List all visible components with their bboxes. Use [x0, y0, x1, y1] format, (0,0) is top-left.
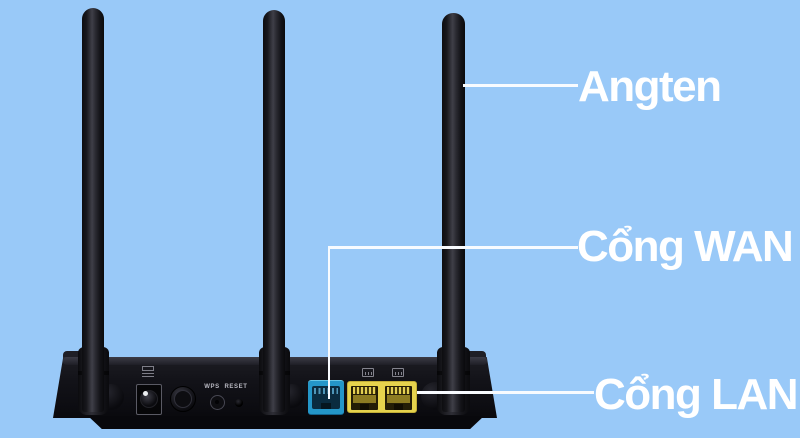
- lan-icon-pins: [364, 372, 372, 375]
- dc-marking-lines: [142, 373, 154, 374]
- label-wan-port: Cổng WAN: [577, 222, 794, 271]
- lan-port-pins: [387, 387, 410, 394]
- dc-power-marking-icon: [142, 366, 154, 377]
- antenna-middle: [263, 10, 285, 412]
- wan-port-pins: [314, 388, 338, 394]
- power-button: [170, 386, 196, 412]
- lan-port-icon: [392, 368, 404, 377]
- wan-port-socket: [312, 386, 340, 409]
- wps-button: [210, 395, 225, 410]
- antenna-left: [82, 8, 104, 412]
- label-antenna: Angten: [578, 62, 722, 111]
- lan-port-inner: [353, 395, 376, 403]
- lan-port-pins: [353, 387, 376, 394]
- lan-port-icon: [362, 368, 374, 377]
- lan-port-2: [385, 386, 412, 410]
- wps-button-center: [214, 399, 219, 404]
- power-button-ring: [174, 390, 192, 408]
- router-base: [88, 416, 484, 429]
- dc-marking-box: [142, 366, 154, 371]
- antenna-right: [442, 13, 465, 412]
- callout-line-wan-horizontal: [327, 246, 578, 249]
- lan-port-notch: [394, 404, 403, 410]
- dc-power-jack: [136, 384, 162, 415]
- lan-port-inner: [387, 395, 410, 403]
- label-lan-port: Cổng LAN: [594, 370, 799, 419]
- lan-port-1: [351, 386, 378, 410]
- lan-port-group: [347, 381, 417, 413]
- callout-line-wan-vertical: [327, 246, 330, 399]
- callout-line-antenna: [463, 84, 578, 87]
- wan-port-notch: [321, 403, 331, 409]
- lan-port-notch: [360, 404, 369, 410]
- reset-pinhole: [235, 399, 243, 407]
- callout-line-lan: [417, 391, 594, 394]
- wan-port: [308, 380, 344, 415]
- wps-label: WPS: [204, 384, 220, 390]
- reset-label: RESET: [224, 384, 248, 390]
- dc-jack-pin: [142, 390, 148, 396]
- lan-icon-pins: [394, 372, 402, 375]
